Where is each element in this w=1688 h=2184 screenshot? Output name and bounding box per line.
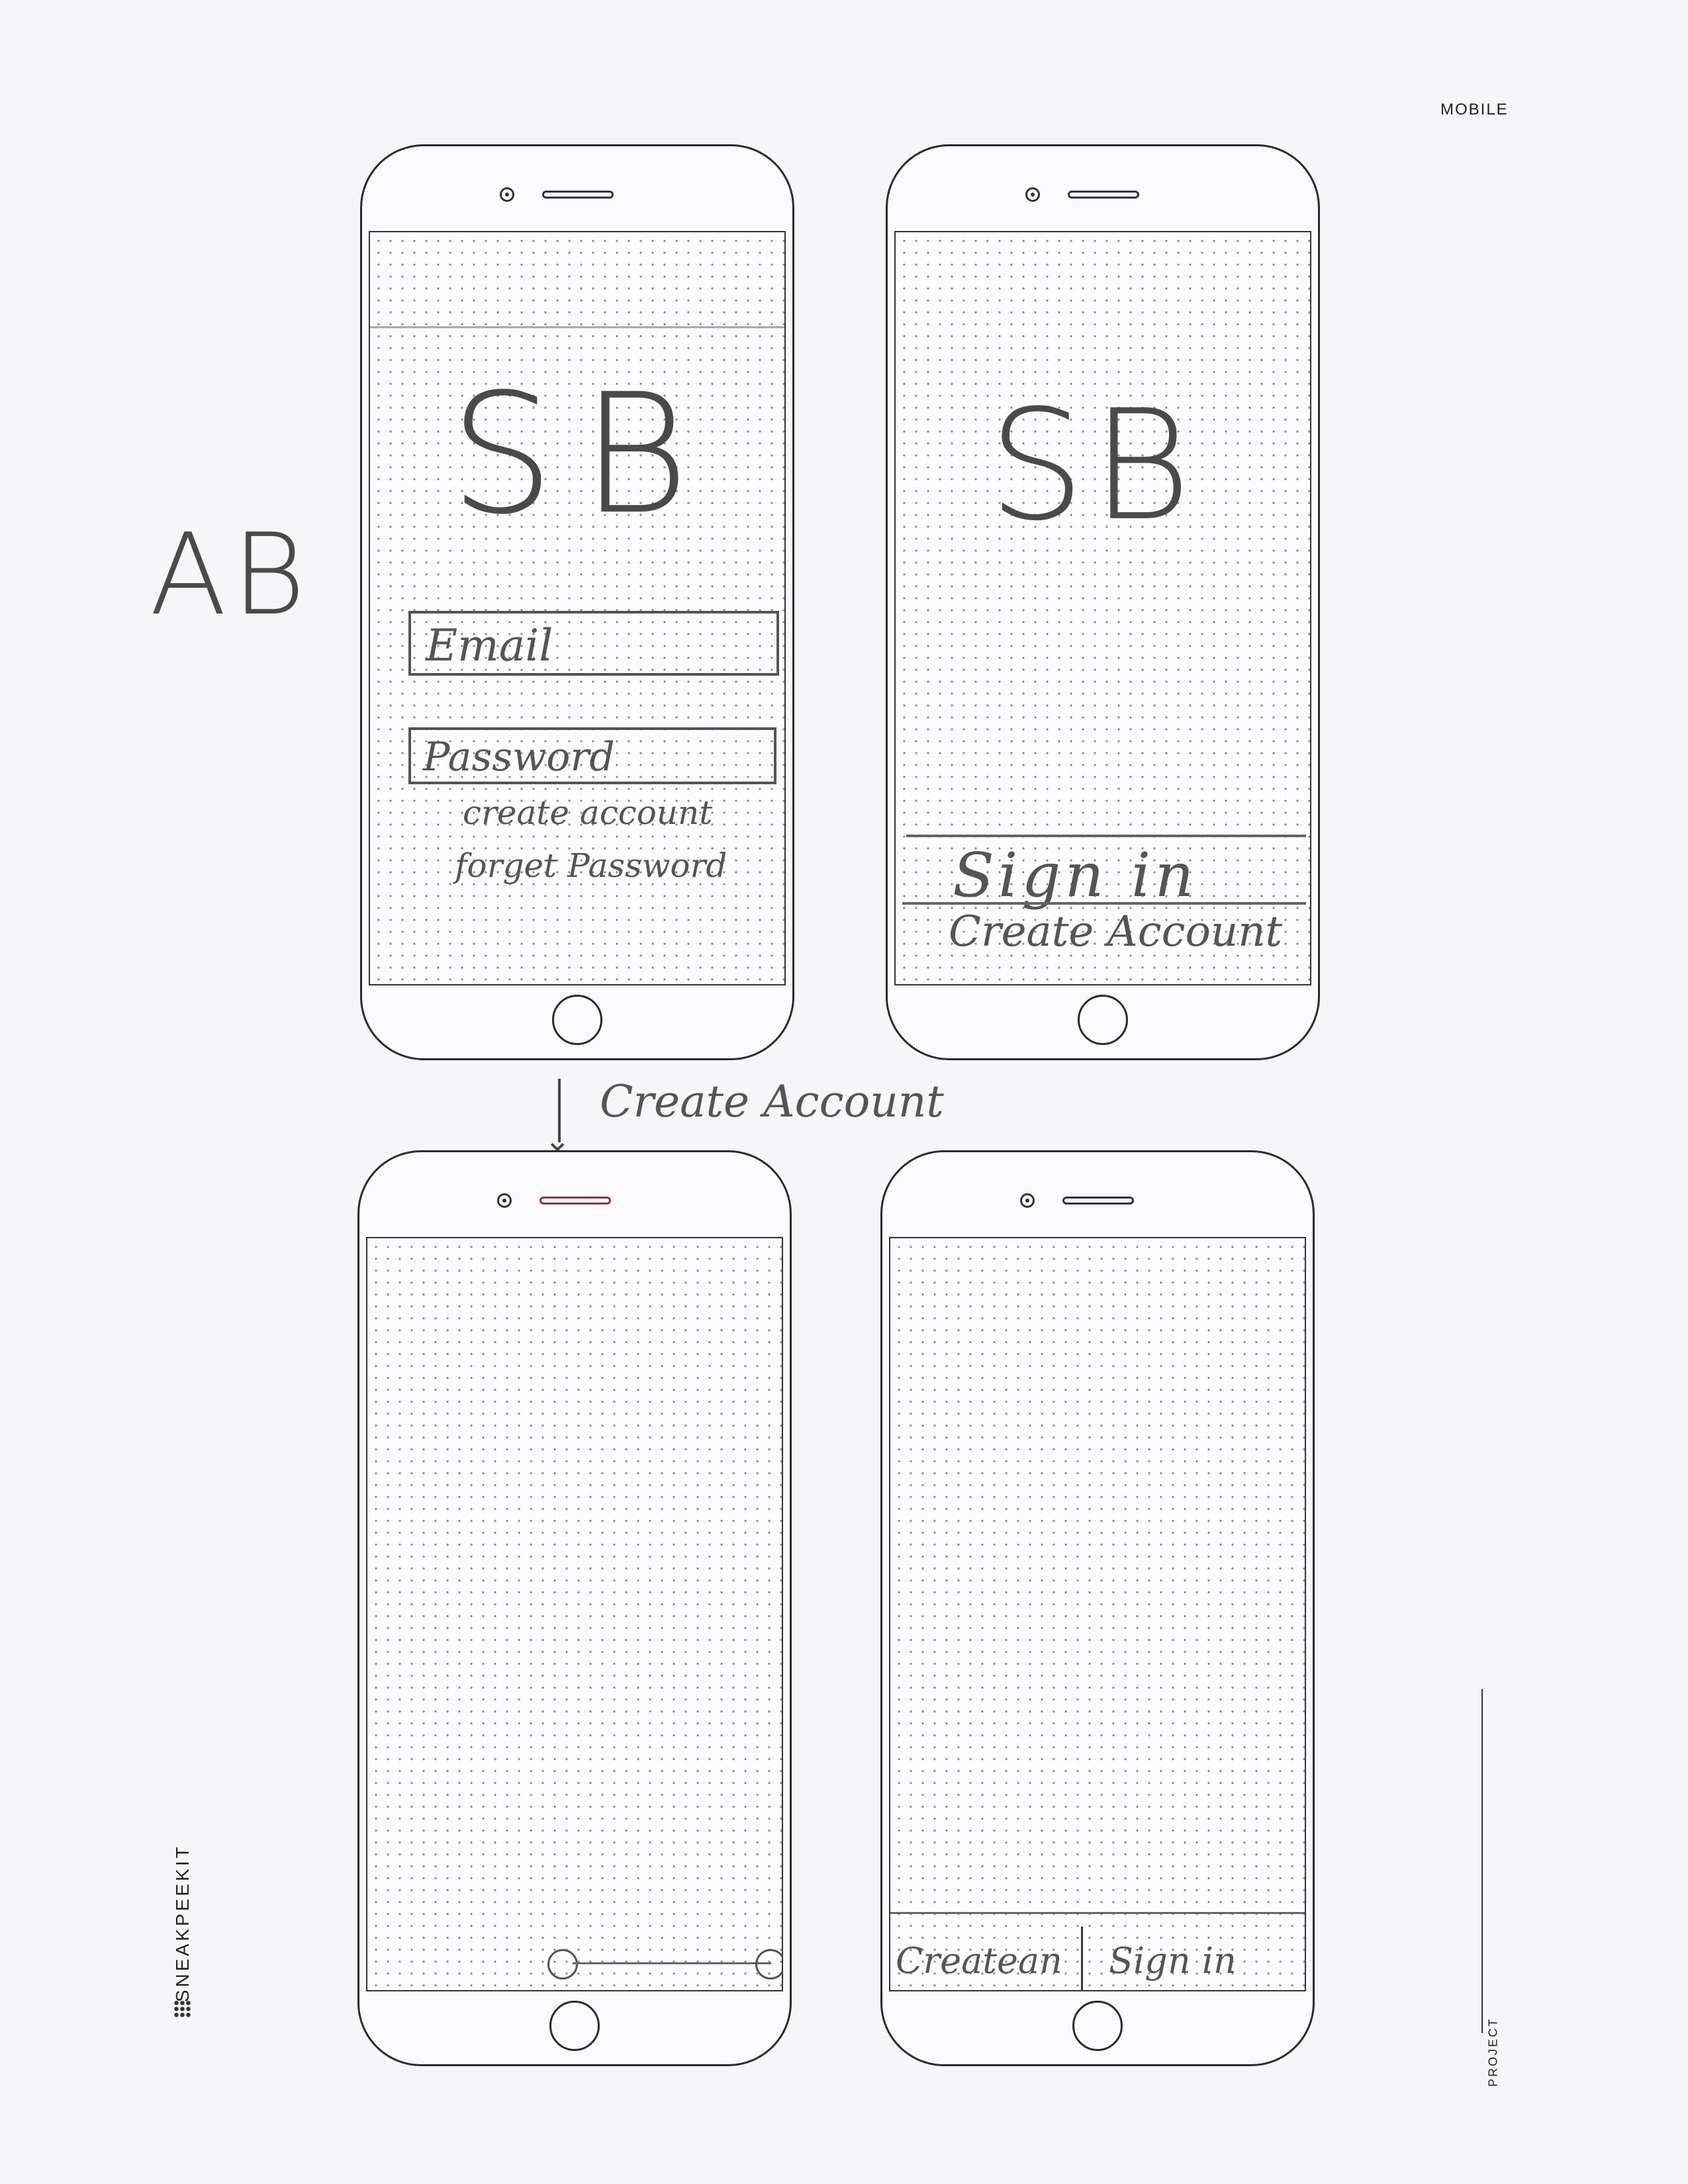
phone-login: SB Email Password create account forget … — [360, 144, 794, 1060]
screen-create-account — [366, 1237, 783, 1991]
page-header-label: MOBILE — [1440, 101, 1509, 119]
phone-welcome: SB Sign in Create Account — [886, 144, 1320, 1060]
camera-icon — [1025, 187, 1040, 202]
camera-icon — [500, 187, 514, 202]
tab-sign-in[interactable]: Sign in — [1109, 1940, 1237, 1981]
email-field-label: Email — [426, 620, 553, 671]
brand-name: SNEAKPEEKIT — [172, 1837, 193, 2009]
email-field[interactable]: Email — [408, 611, 779, 676]
slider-track — [573, 1962, 771, 1964]
project-line — [1481, 1689, 1483, 2033]
tab-separator — [1081, 1927, 1083, 1991]
create-account-link[interactable]: create account — [463, 794, 712, 832]
screen-tabs: Createan Sign in — [889, 1237, 1306, 1991]
tab-bar-divider — [890, 1912, 1306, 1914]
forgot-password-link[interactable]: forget Password — [455, 846, 727, 885]
slider-handle-left[interactable] — [547, 1949, 578, 1979]
home-button[interactable] — [1072, 2001, 1123, 2051]
speaker-icon — [1062, 1197, 1134, 1205]
side-note: AB — [150, 510, 311, 641]
camera-icon — [1020, 1193, 1035, 1208]
phone-create-account — [357, 1150, 792, 2066]
screen-login: SB Email Password create account forget … — [369, 231, 786, 985]
screen-welcome: SB Sign in Create Account — [894, 231, 1311, 985]
logo: SB — [988, 378, 1198, 555]
home-button[interactable] — [552, 995, 602, 1045]
camera-icon — [497, 1193, 512, 1208]
create-account-button[interactable]: Create Account — [949, 907, 1282, 956]
speaker-icon — [542, 191, 614, 199]
password-field[interactable]: Password — [408, 727, 776, 784]
logo: SB — [449, 358, 716, 551]
speaker-icon — [539, 1197, 611, 1205]
slider-handle-right[interactable] — [755, 1949, 783, 1979]
speaker-icon — [1068, 191, 1139, 199]
home-button[interactable] — [549, 2001, 600, 2051]
project-label: PROJECT — [1487, 2013, 1501, 2092]
home-button[interactable] — [1078, 995, 1128, 1045]
password-field-label: Password — [423, 734, 615, 780]
sign-in-button[interactable]: Sign in — [953, 840, 1198, 911]
tab-create-account[interactable]: Createan — [896, 1940, 1062, 1981]
phone-tabs: Createan Sign in — [880, 1150, 1315, 2066]
arrow-label: Create Account — [600, 1076, 944, 1127]
